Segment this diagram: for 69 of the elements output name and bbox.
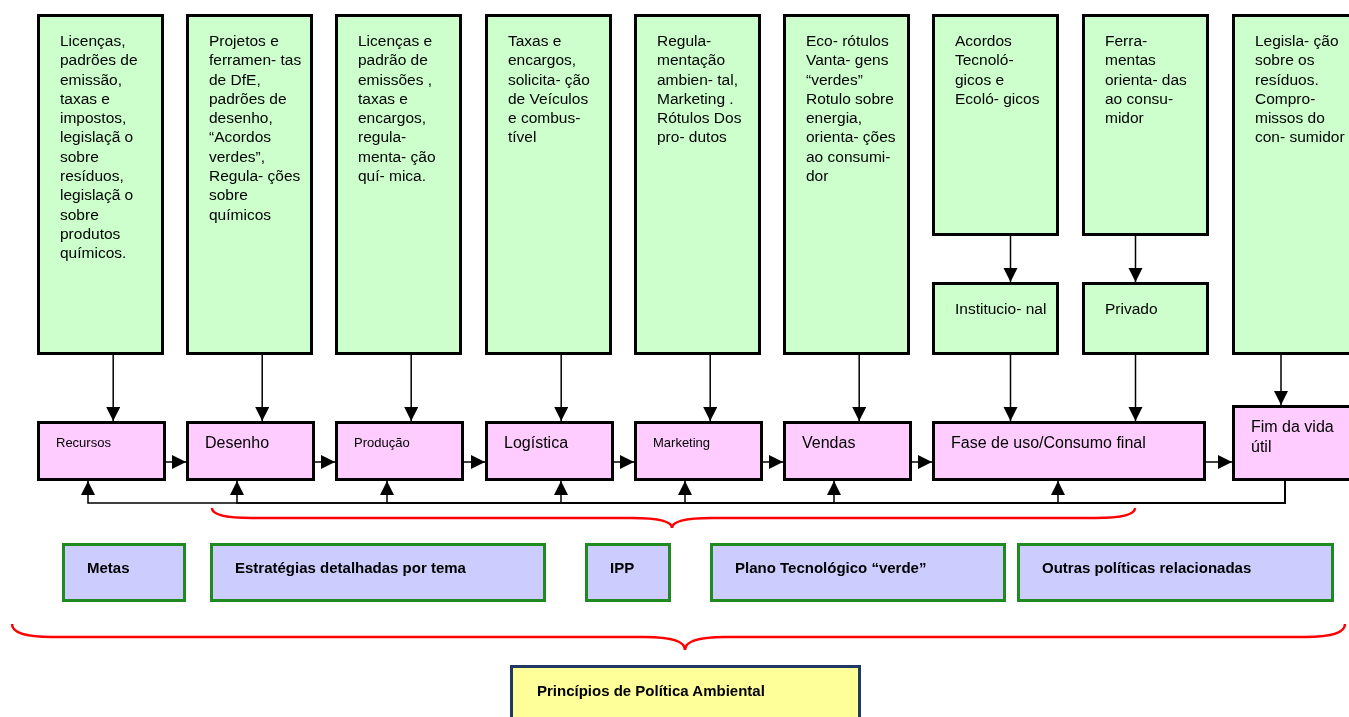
box-text: Estratégias detalhadas por tema [235, 559, 467, 576]
policy-box [1082, 282, 1209, 355]
policy-box [783, 14, 910, 355]
box-text: Privado [1105, 299, 1159, 319]
box-text: Marketing [653, 434, 712, 452]
stage-box [37, 421, 166, 481]
stage-box [186, 421, 315, 481]
box-text: Desenho [205, 433, 271, 453]
arrow [314, 455, 336, 469]
arrow [404, 354, 419, 422]
arrow [613, 455, 635, 469]
box-text: Recursos [56, 434, 112, 452]
box-text: Outras políticas relacionadas [1042, 559, 1253, 576]
policy-box [210, 543, 546, 602]
arrow [762, 455, 784, 469]
arrow [1274, 354, 1288, 406]
box-text: Ferra- mentas orienta- das ao consu- midor [1105, 31, 1188, 128]
box-text: Acordos Tecnoló- gicos e Ecoló- gicos [955, 31, 1041, 109]
box-text: Fase de uso/Consumo final [951, 433, 1147, 453]
box-text: Projetos e ferramen- tas de DfE, padrões de desenho, “Acordos verdes”, Regula- ções sobre químicos [209, 31, 302, 224]
box-text: Licenças e padrão de emissões , taxas e encargos, regula- menta- ção quí- mica. [358, 31, 437, 186]
principle-box [510, 665, 861, 717]
box-text: Logística [504, 433, 570, 453]
policy-box [1017, 543, 1334, 602]
box-text: Plano Tecnológico “verde” [735, 559, 928, 576]
box-text: Metas [87, 559, 131, 576]
stage-box [634, 421, 763, 481]
arrow [911, 455, 933, 469]
arrow [852, 354, 867, 422]
policy-box [932, 14, 1059, 236]
policy-box [186, 14, 313, 355]
box-text: IPP [610, 559, 636, 576]
box-text: Taxas e encargos, solicita- ção de Veículos e combus- tível [508, 31, 591, 147]
policy-box [1082, 14, 1209, 236]
stage-box [485, 421, 614, 481]
policy-box [634, 14, 761, 355]
box-text: Vendas [802, 433, 857, 453]
stage-box [335, 421, 464, 481]
box-text: Princípios de Política Ambiental [537, 682, 766, 699]
box-text: Regula- mentação ambien- tal, Marketing . Rótulos Dos pro- dutos [657, 31, 743, 147]
policy-box [62, 543, 186, 602]
arrow [1051, 480, 1286, 504]
policy-box [485, 14, 612, 355]
stage-box [932, 421, 1206, 481]
arrow [1128, 354, 1143, 422]
box-text: Institucio- nal [955, 299, 1048, 319]
box-text: Produção [354, 434, 411, 452]
box-text: Legisla- ção sobre os resíduos. Compro- missos do con- sumidor [1255, 31, 1346, 147]
arrow [463, 455, 486, 469]
policy-box [37, 14, 164, 355]
box-text: Eco- rótulos Vanta- gens “verdes” Rotulo sobre energia, orienta- ções ao consumi- dor [806, 31, 897, 186]
arrow [1003, 354, 1018, 422]
arrow [554, 354, 569, 422]
arrow [1003, 235, 1018, 283]
arrow [1205, 455, 1233, 469]
policy-box [932, 282, 1059, 355]
arrow [106, 354, 121, 422]
policy-box [1232, 14, 1349, 355]
box-text: Fim da vida útil [1251, 417, 1335, 457]
stage-box [783, 421, 912, 481]
arrow [255, 354, 270, 422]
arrow [1128, 235, 1143, 283]
arrow [165, 455, 187, 469]
policy-box [585, 543, 671, 602]
box-text: Licenças, padrões de emissão, taxas e impostos, legislaçã o sobre resíduos, legislaçã o sobre produtos químicos. [60, 31, 139, 263]
arrow [703, 354, 718, 422]
policy-box [335, 14, 462, 355]
stage-box [1232, 405, 1349, 481]
policy-box [710, 543, 1006, 602]
